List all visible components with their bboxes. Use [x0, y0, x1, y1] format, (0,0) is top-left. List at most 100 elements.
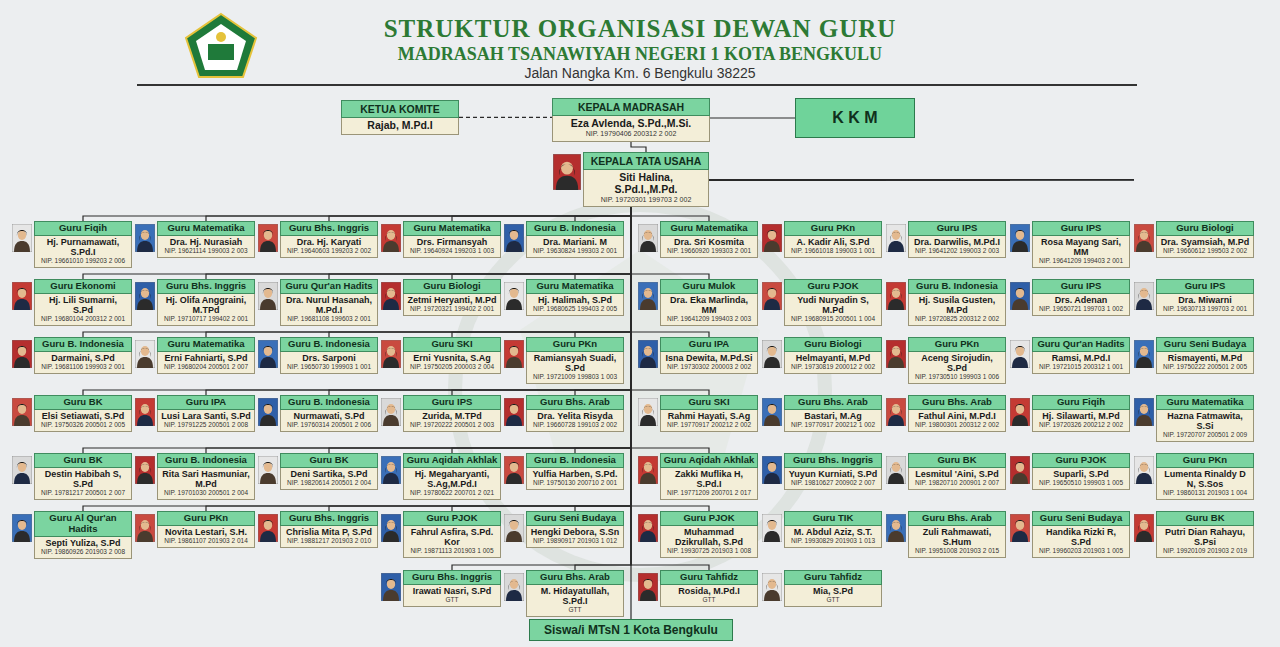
name-panel: Hj. Megaharyanti, S.Ag,M.Pd.INIP. 197806… — [403, 468, 501, 500]
portrait-photo — [1010, 514, 1030, 542]
role-header: Guru PKn — [784, 221, 882, 236]
teacher-card: Guru Seni BudayaHengki Debora, S.SnNIP. … — [504, 511, 624, 548]
role-header: Guru Matematika — [403, 221, 501, 236]
person-name: Rosida, M.Pd.I — [664, 586, 754, 596]
portrait-photo — [12, 398, 32, 426]
portrait-photo — [1010, 224, 1030, 252]
teacher-card: Guru MulokDra. Eka Marlinda, MMNIP. 1964… — [638, 279, 758, 326]
name-panel: Hengki Debora, S.SnNIP. 19890917 201903 … — [526, 526, 624, 548]
portrait-photo — [504, 282, 524, 310]
teacher-card: Guru EkonomiHj. Lili Sumarni, S.PdNIP. 1… — [12, 279, 132, 326]
role-header: Guru IPS — [1032, 279, 1130, 294]
person-name: Ramiansyah Suadi, S.Pd — [530, 353, 620, 373]
id-number: NIP. 19860926 201903 2 008 — [38, 548, 128, 556]
role-header: Guru PJOK — [784, 279, 882, 294]
teacher-card: Guru BKDestin Habibah S, S.PdNIP. 197812… — [12, 453, 132, 500]
teacher-card: Guru Qur'an HaditsRamsi, M.Pd.INIP. 1972… — [1010, 337, 1130, 374]
role-header: Guru Seni Budaya — [1032, 511, 1130, 526]
person-name: Dra. Eka Marlinda, MM — [664, 295, 754, 315]
role-header: Guru IPS — [908, 221, 1006, 236]
person-name: Elsi Setiawati, S.Pd — [38, 411, 128, 421]
teacher-card: Guru FiqihHj. Purnamawati, S.Pd.INIP. 19… — [12, 221, 132, 268]
role-header: Guru B. Indonesia — [526, 221, 624, 236]
name-panel: Rahmi Hayati, S.AgNIP. 19770917 200212 2… — [660, 410, 758, 432]
teacher-card: Guru IPSDra. MiwarniNIP. 19630713 199703… — [1134, 279, 1254, 316]
teacher-card: Guru PJOKSuparli, S.PdNIP. 19650510 1999… — [1010, 453, 1130, 490]
person-name: Erni Fahniarti, S.Pd — [161, 353, 251, 363]
role-header: Guru Bhs. Arab — [784, 395, 882, 410]
id-number: NIP. 19720825 200312 2 002 — [912, 315, 1002, 323]
portrait-photo — [258, 224, 278, 252]
portrait-photo — [1010, 282, 1030, 310]
role-header: Guru Bhs. Inggris — [280, 511, 378, 526]
person-name: Bastari, M.Ag — [788, 411, 878, 421]
person-name: Destin Habibah S, S.Pd — [38, 469, 128, 489]
teacher-card: Guru Bhs. InggrisYuyun Kurniati, S.PdNIP… — [762, 453, 882, 490]
name-panel: Septi Yuliza, S.PdNIP. 19860926 201903 2… — [34, 537, 132, 559]
portrait-photo — [135, 456, 155, 484]
person-name: Novita Lestari, S.H. — [161, 527, 251, 537]
name-panel: Rosida, M.Pd.IGTT — [660, 585, 758, 607]
connector-line — [709, 179, 1134, 180]
kkm-label: K K M — [800, 109, 910, 127]
person-name: Darmaini, S.Pd — [38, 353, 128, 363]
role-header: Guru Aqidah Akhlak — [660, 453, 758, 468]
id-number: NIP. 19791225 200501 2 008 — [161, 421, 251, 429]
person-name: Dra. Nurul Hasanah, M.Pd.I — [284, 295, 374, 315]
teacher-card: Guru MatematikaErni Fahniarti, S.PdNIP. … — [135, 337, 255, 374]
name-panel: Lumenta Rinaldy D N, S.SosNIP. 19860131 … — [1156, 468, 1254, 500]
connector-line — [709, 179, 762, 180]
name-panel: Dra. Eka Marlinda, MMNIP. 19641209 19940… — [660, 294, 758, 326]
teacher-card: Guru B. IndonesiaHj. Susila Gusten, M.Pd… — [886, 279, 1006, 326]
portrait-photo — [638, 573, 658, 601]
id-number: NIP. 19780622 200701 2 021 — [407, 489, 497, 497]
portrait-photo — [1134, 224, 1154, 252]
id-number: NIP. 19661010 199203 2 006 — [38, 257, 128, 265]
portrait-photo — [1010, 340, 1030, 368]
id-number: NIP. 19641202 199003 2 003 — [912, 247, 1002, 255]
name-panel: Hj. Lili Sumarni, S.PdNIP. 19680104 2003… — [34, 294, 132, 326]
person-name: Nurmawati, S.Pd — [284, 411, 374, 421]
connector-line — [631, 207, 709, 221]
name-panel: Fathul Aini, M.Pd.INIP. 19800301 200312 … — [908, 410, 1006, 432]
id-number: NIP. 19710717 199402 2 001 — [161, 315, 251, 323]
person-name: Ramsi, M.Pd.I — [1036, 353, 1126, 363]
id-number: NIP. 19861107 201903 2 014 — [161, 537, 251, 545]
id-number: NIP. 19660728 199103 2 002 — [530, 421, 620, 429]
portrait-photo — [12, 224, 32, 252]
portrait-photo — [381, 282, 401, 310]
person-name: Dra. Miwarni — [1160, 295, 1250, 305]
connector-line — [709, 179, 762, 180]
role-header: Guru SKI — [660, 395, 758, 410]
teacher-card: Guru IPALusi Lara Santi, S.PdNIP. 197912… — [135, 395, 255, 432]
portrait-photo — [504, 398, 524, 426]
name-panel: Ramsi, M.Pd.INIP. 19721015 200312 1 001 — [1032, 352, 1130, 374]
teacher-card: Guru MatematikaDra. Sri KosmitaNIP. 1966… — [638, 221, 758, 258]
name-panel: Darmaini, S.PdNIP. 19681106 199903 2 001 — [34, 352, 132, 374]
person-name: M. Hidayatullah, S.Pd.I — [530, 586, 620, 606]
role-header: Guru Bhs. Inggris — [280, 221, 378, 236]
id-number: NIP. 19641209 199403 2 003 — [664, 315, 754, 323]
name-panel: Fahrul Asfira, S.Pd. KorNIP. 19871113 20… — [403, 526, 501, 558]
role-header: Guru IPS — [403, 395, 501, 410]
id-number: NIP. 19890917 201903 1 012 — [530, 537, 620, 545]
role-header: Guru Bhs. Arab — [526, 570, 624, 585]
name-panel: Chrislia Mita P, S.PdNIP. 19881217 20190… — [280, 526, 378, 548]
name-panel: Hj. Olifa Anggraini, M.TPdNIP. 19710717 … — [157, 294, 255, 326]
teacher-card: Guru TahfidzRosida, M.Pd.IGTT — [638, 570, 758, 607]
id-number: NIP. 19720326 200212 2 002 — [1036, 421, 1126, 429]
ktu-box: KEPALA TATA USAHASiti Halina, S.Pd.I.,M.… — [553, 152, 709, 207]
id-number: NIP. 19730510 199903 1 006 — [912, 373, 1002, 381]
name-panel: Bastari, M.AgNIP. 19770917 200212 1 002 — [784, 410, 882, 432]
portrait-photo — [135, 398, 155, 426]
name-panel: Dra. Mariani. MNIP. 19630824 199303 2 00… — [526, 236, 624, 258]
role-header: Guru Matematika — [1156, 395, 1254, 410]
name-panel: Rismayenti, M.PdNIP. 19750222 200501 2 0… — [1156, 352, 1254, 374]
person-name: Dra. Syamsiah, M.Pd — [1160, 237, 1250, 247]
teacher-card: Guru Bhs. ArabBastari, M.AgNIP. 19770917… — [762, 395, 882, 432]
role-header: Guru IPS — [1156, 279, 1254, 294]
teacher-card: Guru BiologiDra. Syamsiah, M.PdNIP. 1966… — [1134, 221, 1254, 258]
kepala-box: KEPALA MADRASAHEza Avlenda, S.Pd.,M.Si.N… — [552, 98, 710, 142]
rule-line — [137, 84, 1137, 86]
